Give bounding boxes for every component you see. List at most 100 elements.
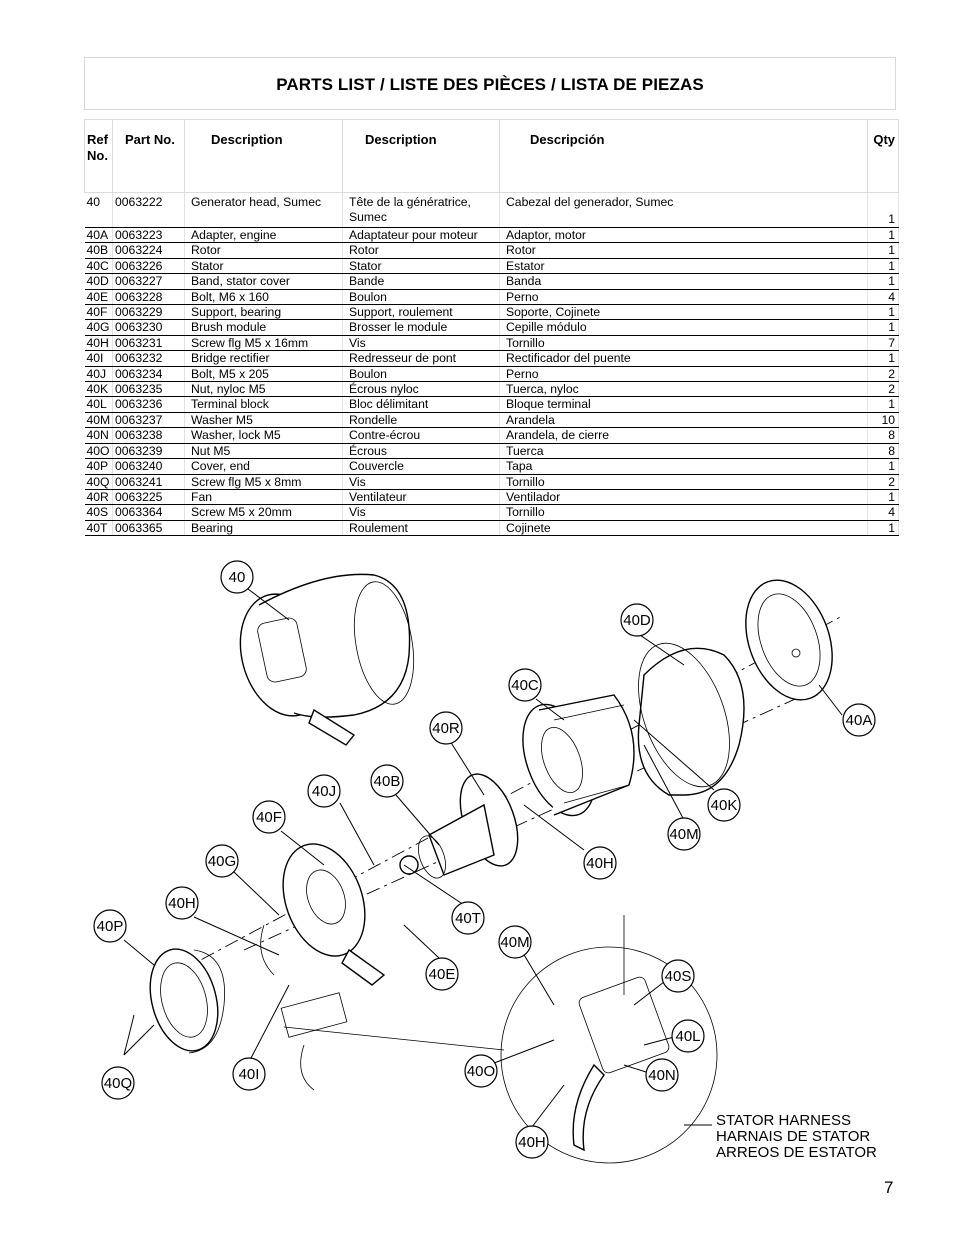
callout-40I: 40I [232,1057,266,1091]
qty-cell: 1 [867,242,899,259]
description-es-cell: Cabezal del generador, Sumec [499,192,868,228]
description-es-cell: Tuerca [499,443,868,460]
description-es-cell: Tornillo [499,335,868,352]
ref-cell: 40N [84,427,113,444]
description-en-cell: Cover, end [184,458,343,475]
description-en-cell: Band, stator cover [184,273,343,290]
description-fr-cell: Support, roulement [342,304,500,321]
part-number-cell: 0063225 [112,489,185,506]
callout-40R: 40R [429,711,463,745]
ref-cell: 40S [84,504,113,521]
qty-cell: 2 [867,381,899,398]
svg-text:40S: 40S [665,968,692,985]
callout-40E: 40E [425,957,459,991]
svg-text:HARNAIS DE STATOR: HARNAIS DE STATOR [716,1128,870,1145]
rotor-drawing [399,773,519,879]
qty-cell: 8 [867,443,899,460]
svg-text:40E: 40E [429,966,456,983]
description-fr-cell: Brosser le module [342,319,500,336]
ref-cell: 40O [84,443,113,460]
qty-cell: 1 [867,319,899,336]
exploded-diagram: 40 40D 40C 40A 40R 40B 40J 40F 40G 40H 4… [93,560,877,1164]
part-number-cell: 0063226 [112,258,185,275]
description-en-cell: Bearing [184,520,343,537]
description-es-cell: Adaptor, motor [499,227,868,244]
ref-cell: 40L [84,396,113,413]
callout-40J: 40J [307,774,341,808]
qty-cell: 1 [867,350,899,367]
description-en-cell: Bolt, M5 x 205 [184,366,343,383]
description-en-cell: Washer, lock M5 [184,427,343,444]
end-cover-drawing [149,948,226,1054]
header-desc-es: Descripción [499,119,868,193]
page-number: 7 [884,1178,894,1197]
qty-cell: 1 [867,489,899,506]
callout-40N: 40N [645,1058,679,1092]
svg-text:40H: 40H [586,855,614,872]
ref-cell: 40F [84,304,113,321]
description-es-cell: Soporte, Cojinete [499,304,868,321]
callout-40H-a: 40H [165,886,199,920]
svg-text:40B: 40B [374,773,401,790]
svg-text:40L: 40L [675,1028,700,1045]
description-fr-cell: Bande [342,273,500,290]
svg-text:40: 40 [229,569,246,586]
description-fr-cell: Vis [342,474,500,490]
qty-cell: 2 [867,474,899,490]
description-es-cell: Perno [499,366,868,383]
svg-text:40A: 40A [846,712,873,729]
callout-40S: 40S [661,959,695,993]
qty-cell: 4 [867,289,899,306]
description-fr-cell: Tête de la génératrice, Sumec [342,192,500,228]
engine-adapter-drawing [745,579,833,701]
svg-text:40Q: 40Q [104,1075,132,1092]
description-fr-cell: Boulon [342,366,500,383]
svg-text:40H: 40H [518,1134,546,1151]
description-es-cell: Cepille módulo [499,319,868,336]
svg-text:40M: 40M [669,826,698,843]
svg-text:40M: 40M [500,934,529,951]
callout-40A: 40A [842,703,876,737]
svg-text:40K: 40K [711,797,738,814]
svg-text:40F: 40F [256,809,282,826]
qty-cell: 1 [867,258,899,275]
callout-40G: 40G [205,844,239,878]
header-ref: Ref No. [84,119,113,193]
description-en-cell: Nut, nyloc M5 [184,381,343,398]
svg-text:40R: 40R [432,720,460,737]
table-header-row: Ref No. Part No. Description Description… [84,119,899,193]
description-fr-cell: Vis [342,504,500,521]
description-fr-cell: Couvercle [342,458,500,475]
description-en-cell: Screw flg M5 x 16mm [184,335,343,352]
part-number-cell: 0063236 [112,396,185,413]
qty-cell: 4 [867,504,899,521]
header-desc-en: Description [184,119,343,193]
description-en-cell: Bridge rectifier [184,350,343,367]
svg-text:40J: 40J [312,783,336,800]
ref-cell: 40K [84,381,113,398]
qty-cell: 1 [867,396,899,413]
callout-40H-b: 40H [583,846,617,880]
description-fr-cell: Contre-écrou [342,427,500,444]
description-en-cell: Adapter, engine [184,227,343,244]
part-number-cell: 0063222 [112,192,185,228]
description-fr-cell: Ventilateur [342,489,500,506]
callout-40M-b: 40M [498,925,532,959]
part-number-cell: 0063223 [112,227,185,244]
description-es-cell: Banda [499,273,868,290]
description-fr-cell: Rondelle [342,412,500,429]
stator-drawing [522,694,635,817]
callout-40Q: 40Q [101,1066,135,1100]
callout-40T: 40T [451,901,485,935]
ref-cell: 40H [84,335,113,352]
